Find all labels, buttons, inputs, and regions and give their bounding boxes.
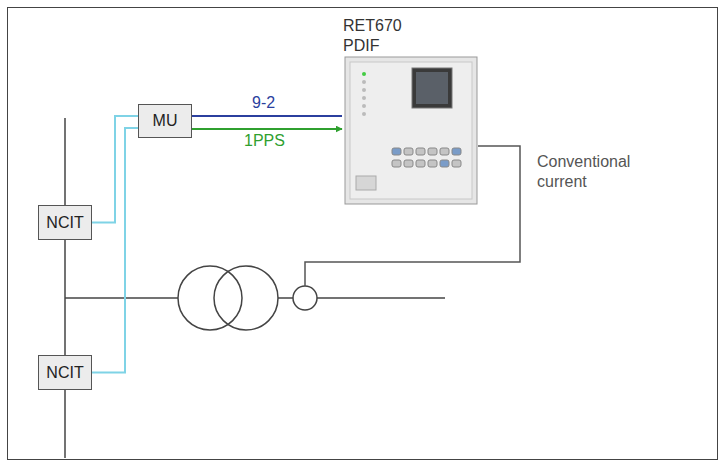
edge-label: 9-2 [250,94,277,112]
transformer-winding [214,266,278,330]
box-label: MU [153,112,178,130]
fiber-link [92,116,138,223]
feeder-line [317,297,445,299]
ncit-box: NCIT [38,205,92,240]
busbar [64,118,66,458]
conventional-current-wire [305,146,520,286]
transformer-winding [178,266,242,330]
box-label: NCIT [46,214,83,232]
signal-note: Conventional current [537,152,641,192]
feeder-line [65,297,178,299]
relay-device: RET670PDIF [342,16,482,206]
feeder-line [278,297,293,299]
current-transformer [293,286,317,310]
merging-unit-box: MU [138,104,192,138]
box-label: NCIT [46,364,83,382]
device-heading: PDIF [343,36,482,56]
edge-label: 1PPS [242,132,287,150]
device-heading: RET670 [343,16,482,36]
relay-picture [342,56,478,206]
ncit-box: NCIT [38,355,92,390]
pps-link [192,128,342,130]
sampled-values-link [192,115,342,117]
fiber-link [92,128,138,373]
